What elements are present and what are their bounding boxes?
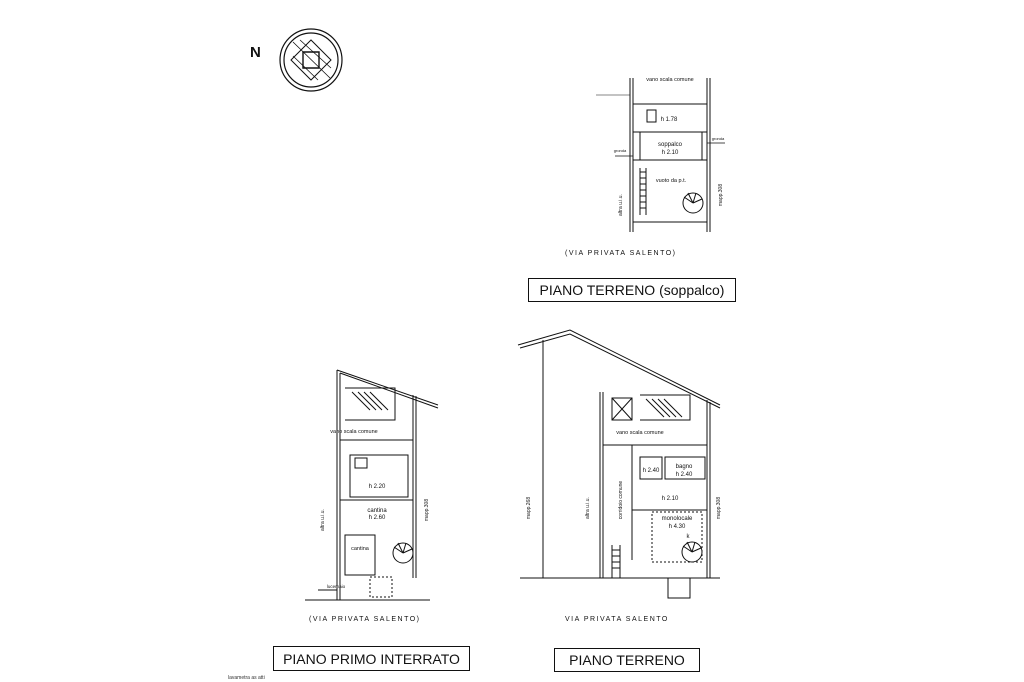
bs-cellar-small-label: cantina — [351, 546, 370, 552]
gr-h210-label: h 2.10 — [662, 496, 679, 502]
gr-far-left-label: mapp.268 — [526, 497, 532, 519]
gr-h240-label: h 2.40 — [643, 468, 660, 474]
gr-studio-label: monolocale — [662, 516, 693, 522]
gr-kitchen-label: k — [687, 534, 691, 540]
ground-title: PIANO TERRENO — [554, 648, 700, 672]
gr-bathroom-h-label: h 2.40 — [676, 472, 693, 478]
mz-left-wall-label: altra u.i.u. — [618, 194, 624, 216]
compass-icon — [279, 28, 343, 92]
gr-studio-h-label: h 4.30 — [669, 524, 686, 530]
mezzanine-plan — [596, 78, 725, 232]
mz-street-label: (VIA PRIVATA SALENTO) — [565, 250, 677, 257]
gr-left-wall-label: altra u.i.u. — [585, 497, 591, 519]
basement-plan — [305, 369, 439, 601]
mz-right-wall-label: mapp.308 — [718, 184, 724, 206]
ground-plan — [517, 329, 721, 599]
mz-stair-label: vano scala comune — [646, 77, 693, 83]
bs-cellar-h-label: h 2.60 — [369, 515, 386, 521]
north-label: N — [250, 44, 261, 61]
bs-right-wall-label: mapp.308 — [424, 499, 430, 521]
mz-right-note: gronda — [712, 136, 725, 141]
bs-street-label: (VIA PRIVATA SALENTO) — [309, 616, 421, 623]
gr-stair-label: vano scala comune — [616, 430, 663, 436]
gr-corridor-label: corridoio comune — [618, 481, 624, 520]
gr-right-wall-label: mapp.308 — [716, 497, 722, 519]
mz-loft-h-label: h 2.10 — [662, 150, 679, 156]
bs-intake-label: lucernaio — [327, 584, 346, 589]
bs-stair-label: vano scala comune — [330, 429, 377, 435]
bs-h220-label: h 2.20 — [369, 484, 386, 490]
basement-title: PIANO PRIMO INTERRATO — [273, 646, 470, 671]
mz-void-label: vuoto da p.t. — [656, 178, 687, 184]
gr-street-label: VIA PRIVATA SALENTO — [565, 616, 669, 623]
gr-bathroom-label: bagno — [676, 464, 693, 470]
bs-cellar-label: cantina — [367, 508, 387, 514]
footnote: lavametra as atti — [228, 675, 265, 681]
bs-left-wall-label: altra u.i.u. — [320, 509, 326, 531]
mz-height-label: h 1.78 — [661, 117, 678, 123]
mezzanine-title: PIANO TERRENO (soppalco) — [528, 278, 736, 302]
mz-loft-label: soppalco — [658, 142, 683, 148]
mz-left-note: gronda — [614, 148, 627, 153]
